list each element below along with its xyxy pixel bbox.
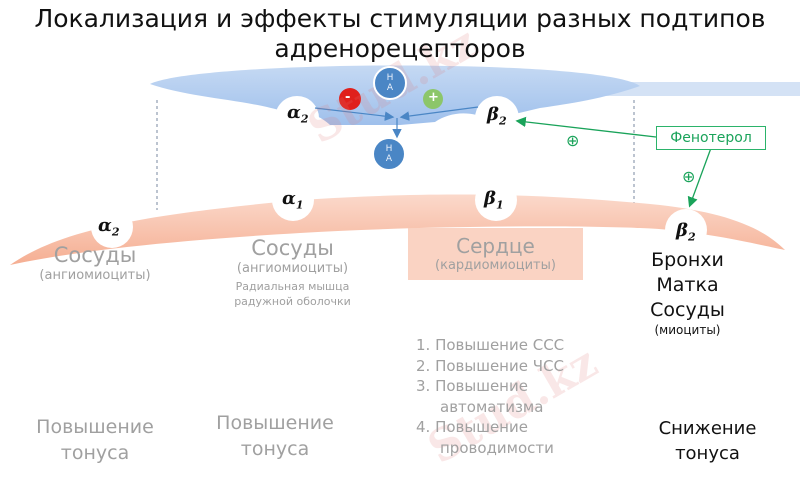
receptor-alpha2: α2 [98,215,120,239]
receptor-beta1: β1 [484,188,504,212]
plus-circle-icon: ⊕ [682,167,696,186]
heart-effects-list: 1. Повышение ССС 2. Повышение ЧСС 3. Пов… [416,336,565,457]
receptor-alpha2-presynaptic: α2 [287,102,309,126]
page-title: Локализация и эффекты стимуляции разных … [34,4,766,63]
receptor-beta2-presynaptic: β2 [487,104,507,128]
tissue-bronchi-uterus-vessels: Бронхи Матка Сосуды (миоциты) [650,249,725,337]
tissue-vessels-alpha1: Сосуды (ангиомиоциты) Радиальная мышца р… [234,236,351,308]
stimulate-sign: + [428,90,439,105]
tissue-heart: Сердце (кардиомиоциты) [435,234,556,273]
inhibit-sign: - [345,90,351,105]
noradrenaline-molecule-top: Н А [373,66,407,100]
fenoterol-label: Фенотерол [656,126,766,150]
tissue-vessels-alpha2: Сосуды (ангиомиоциты) [39,243,151,283]
receptor-alpha1: α1 [282,188,304,212]
receptor-beta2: β2 [676,220,696,244]
plus-circle-icon: ⊕ [566,131,580,150]
noradrenaline-molecule-bottom: Н А [372,137,406,171]
